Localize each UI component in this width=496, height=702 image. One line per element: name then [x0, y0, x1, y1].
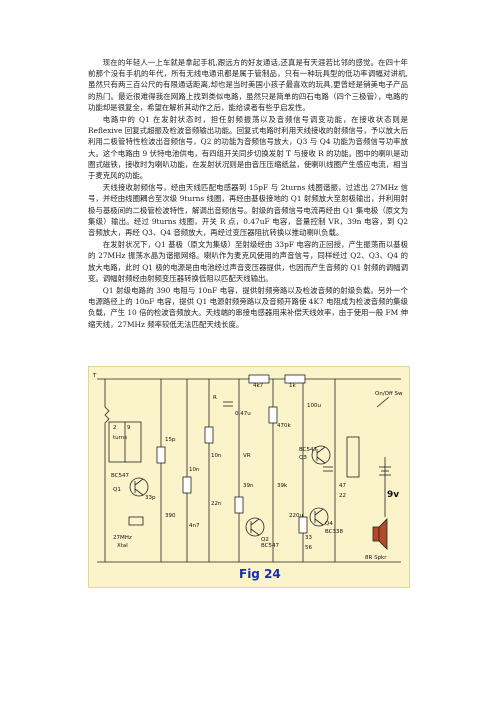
label-bc547-q1: BC547	[111, 473, 130, 479]
label-9v: 9v	[387, 490, 399, 500]
label-1k: 1k	[289, 383, 296, 389]
label-15p: 15p	[165, 437, 176, 443]
label-22: 22	[339, 493, 346, 499]
label-switch: On/Off Sw	[375, 391, 403, 397]
label-2: 2	[113, 425, 117, 431]
label-47: 47	[339, 483, 346, 489]
paragraph: 天线接收射频信号，经由天线匹配电感器到 15pF 与 2turns 线圈谐振，过…	[88, 183, 408, 238]
label-390: 390	[165, 513, 176, 519]
label-9: 9	[127, 425, 131, 431]
label-q4: Q4	[325, 521, 333, 527]
figure-caption: Fig 24	[239, 567, 281, 581]
label-vr: VR	[243, 453, 251, 459]
circuit-figure: T 2 9 turns BC547 Q1 33p 27MHz Xtal 15p …	[88, 366, 410, 588]
label-33: 33	[305, 535, 312, 541]
label-speaker: 8R Spkr	[365, 555, 387, 561]
label-bc547-q3: BC547	[299, 447, 318, 453]
label-4n7: 4n7	[189, 523, 200, 529]
label-r: R	[213, 395, 217, 401]
label-220u: 220u	[289, 513, 303, 519]
paragraph: 电路中的 Q1 在发射状态时，担任射频振荡以及音频信号调变功能，在接收状态则是R…	[88, 115, 408, 181]
label-q2: Q2	[261, 537, 269, 543]
label-bc338: BC338	[325, 529, 344, 535]
label-56: 56	[305, 545, 312, 551]
label-33p: 33p	[145, 495, 156, 501]
label-t: T	[92, 373, 97, 379]
paragraph: 现在的年轻人一上车就是拿起手机,跟远方的好友通话,还真是有天涯若比邻的感觉。在四…	[88, 58, 408, 112]
label-bc547-q2: BC547	[261, 543, 280, 549]
label-27mhz: 27MHz	[113, 535, 132, 541]
circuit-schematic: T 2 9 turns BC547 Q1 33p 27MHz Xtal 15p …	[92, 373, 403, 563]
label-39n: 39n	[243, 483, 254, 489]
label-10n-b: 10n	[211, 453, 222, 459]
paragraph: 在发射状况下，Q1 基极（原文为集级）至射级经由 33pF 电容的正回授，产生振…	[88, 240, 408, 283]
label-xtal: Xtal	[117, 543, 128, 549]
paragraph: Q1 射级电路的 390 电阻与 10nF 电容，提供射频旁路以及检波音频的射级…	[88, 286, 408, 329]
label-q3: Q3	[299, 455, 307, 461]
label-100u: 100u	[307, 403, 321, 409]
label-470k: 470k	[277, 423, 291, 429]
label-turns: turns	[113, 435, 127, 441]
label-047u: 0.47u	[235, 411, 251, 417]
label-22n: 22n	[211, 501, 222, 507]
label-q1: Q1	[113, 487, 121, 493]
label-10n-a: 10n	[189, 467, 200, 473]
article-body: 现在的年轻人一上车就是拿起手机,跟远方的好友通话,还真是有天涯若比邻的感觉。在四…	[88, 57, 408, 331]
label-4k7: 4k7	[253, 383, 264, 389]
label-39k: 39k	[277, 483, 288, 489]
